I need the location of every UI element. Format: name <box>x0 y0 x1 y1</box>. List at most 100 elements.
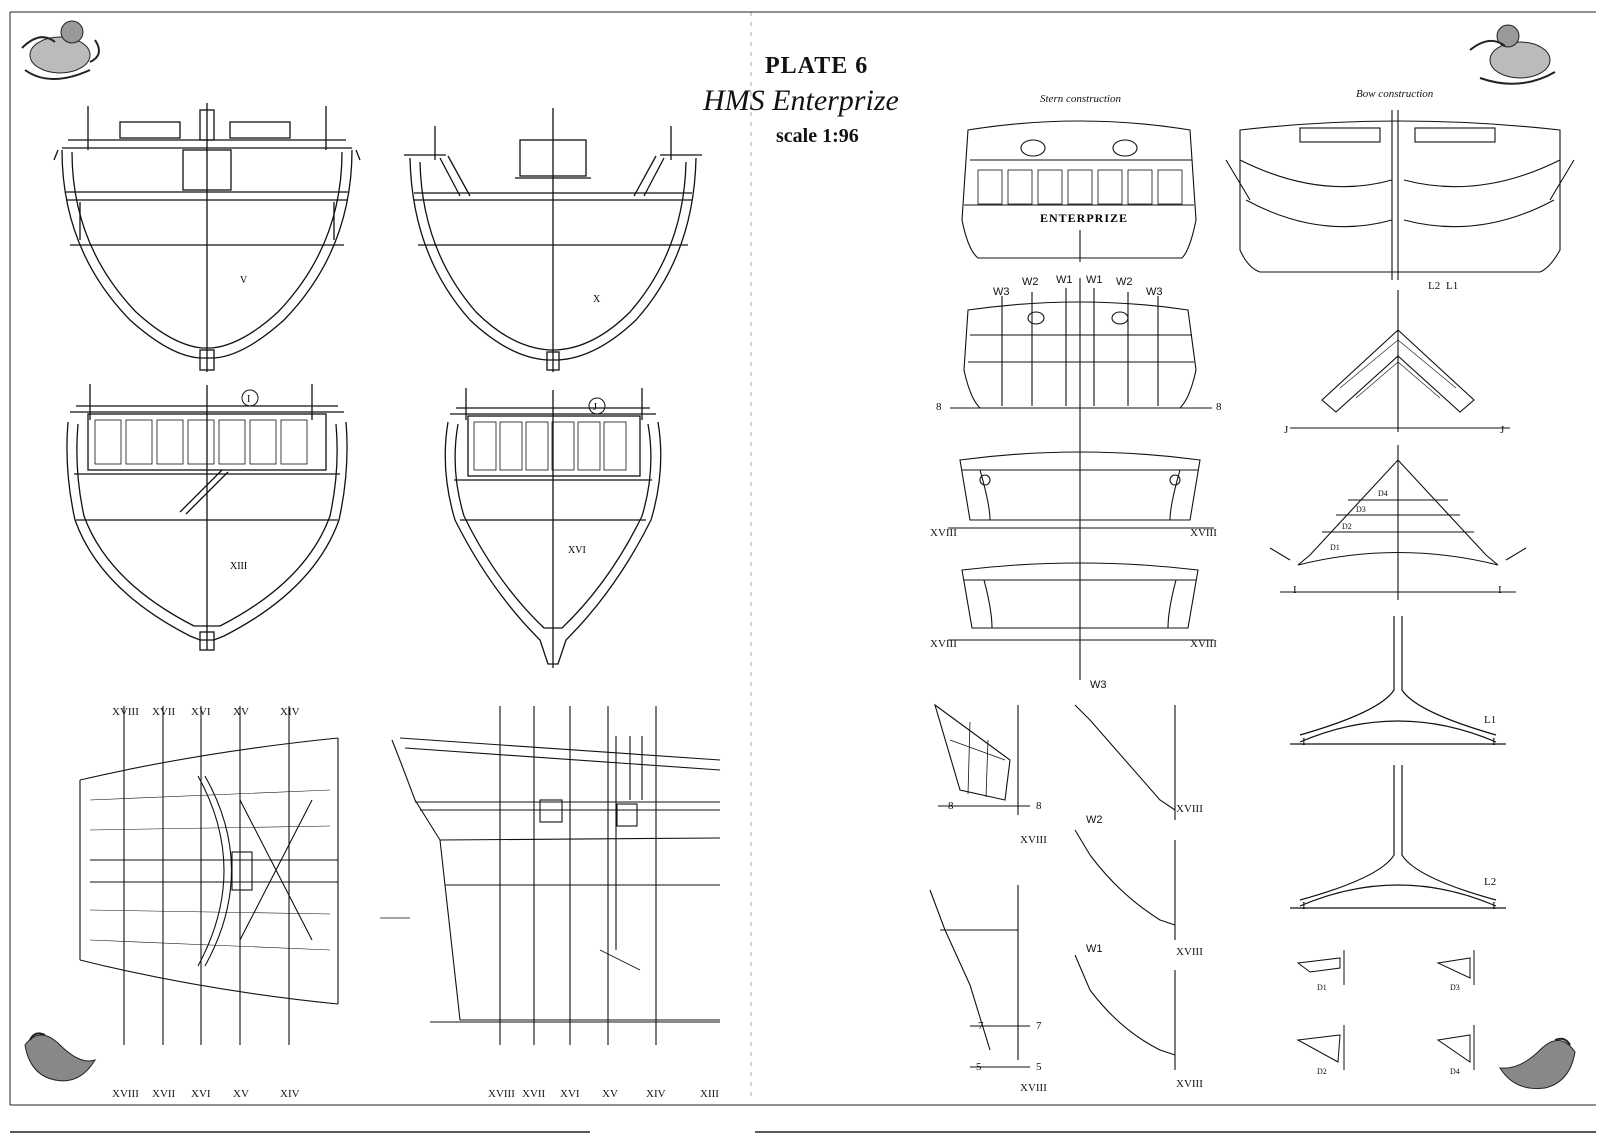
stern-detail-8-right: 8 <box>1036 800 1042 812</box>
stern-w3-xviii: XVIII <box>1176 803 1203 815</box>
section-x-drawing <box>404 108 702 372</box>
profile-frame-label: XVII <box>522 1088 546 1100</box>
plan-frame-label-top: XVI <box>191 706 211 718</box>
plan-frame-label-top: XV <box>233 706 249 718</box>
bow-detail-d2: D2 <box>1317 1067 1327 1076</box>
profile-drawing <box>380 706 721 1045</box>
ship-name-label: ENTERPRIZE <box>1040 211 1128 225</box>
stern-w3-profile-label: W3 <box>1090 679 1107 691</box>
stern-w-label: W3 <box>993 286 1010 298</box>
section-xvi-label: XVI <box>568 545 586 556</box>
dolphin-ornament-right <box>1499 1037 1576 1090</box>
section-xiii-label: XIII <box>230 561 247 572</box>
stern-elevation-drawing <box>961 120 1197 262</box>
bow-knee-l1-drawing <box>1290 616 1506 745</box>
bow-construction-caption: Bow construction <box>1356 88 1434 100</box>
stern-construction-caption: Stern construction <box>1040 93 1121 105</box>
bow-knee2-i-right: I <box>1492 900 1496 912</box>
deck-plan-drawing <box>79 706 339 1045</box>
bow-elevation-drawing <box>1225 110 1575 280</box>
bow-d3-label: D3 <box>1356 505 1366 514</box>
bow-knee1-i-right: I <box>1492 736 1496 748</box>
plan-frame-label-bottom: XVI <box>191 1088 211 1100</box>
stern-xviii-label: XVIII <box>930 527 957 539</box>
plan-frame-label-top: XVIII <box>112 706 139 718</box>
stern-xviii-label: XVIII <box>930 638 957 650</box>
stern-detail-7-right: 7 <box>1036 1020 1042 1032</box>
bow-d4-label: D4 <box>1378 489 1388 498</box>
bow-d1-label: D1 <box>1330 543 1340 552</box>
sheet-border <box>9 11 1596 1133</box>
ship-subtitle: HMS Enterprize <box>703 84 899 117</box>
section-xvi-drawing <box>444 388 662 668</box>
bow-d2-label: D2 <box>1342 522 1352 531</box>
plan-frame-label-bottom: XVIII <box>112 1088 139 1100</box>
stern-w-label: W1 <box>1056 274 1073 286</box>
stern-w1-xviii: XVIII <box>1176 1078 1203 1090</box>
bow-knee-l2-drawing <box>1290 765 1506 909</box>
bow-detail-d3: D3 <box>1450 983 1460 992</box>
section-v-drawing <box>53 103 361 372</box>
bow-detail-d-drawings <box>1296 950 1475 1070</box>
stern-detail-5-right: 5 <box>1036 1061 1042 1073</box>
scale-label: scale 1:96 <box>776 125 859 147</box>
bow-j-left: J <box>1284 424 1289 436</box>
profile-frame-label: XIV <box>646 1088 666 1100</box>
plan-frame-label-bottom: XV <box>233 1088 249 1100</box>
bow-l1-label: L1 <box>1446 280 1459 292</box>
stern-line-8-left: 8 <box>936 401 942 413</box>
section-i-marker <box>241 389 259 407</box>
bow-deck-j-drawing <box>1290 290 1510 432</box>
stern-w1-profile-label: W1 <box>1086 943 1103 955</box>
plan-frame-label-top: XVII <box>152 706 176 718</box>
stern-detail-xviii-lower: XVIII <box>1020 1082 1047 1094</box>
bow-i-left: I <box>1293 584 1297 596</box>
bow-l1-knee-label: L1 <box>1484 714 1497 726</box>
profile-frame-label: XVI <box>560 1088 580 1100</box>
stern-w-label: W2 <box>1116 276 1133 288</box>
stern-detail-5-left: 5 <box>976 1061 982 1073</box>
stern-xviii-label: XVIII <box>1190 638 1217 650</box>
stern-deck-section-upper <box>948 451 1214 529</box>
stern-w-label: W3 <box>1146 286 1163 298</box>
bow-knee1-i-left: I <box>1302 736 1306 748</box>
stern-w-label: W2 <box>1022 276 1039 288</box>
plan-frame-label-bottom: XVII <box>152 1088 176 1100</box>
stern-w2-profile-label: W2 <box>1086 814 1103 826</box>
section-j-marker <box>588 397 606 415</box>
cherub-ornament-right <box>1469 24 1556 85</box>
stern-deck-section-lower <box>948 562 1214 641</box>
section-j-label: J <box>593 402 597 413</box>
dolphin-ornament-left <box>24 1032 97 1082</box>
bow-deck-i-drawing <box>1269 445 1527 600</box>
stern-w2-xviii: XVIII <box>1176 946 1203 958</box>
stern-detail-8-left: 8 <box>948 800 954 812</box>
stern-w-label: W1 <box>1086 274 1103 286</box>
bow-l2-label: L2 <box>1428 280 1441 292</box>
bow-j-right: J <box>1500 424 1505 436</box>
bow-detail-d4: D4 <box>1450 1067 1460 1076</box>
plan-frame-label-top: XIV <box>280 706 300 718</box>
plan-frame-label-bottom: XIV <box>280 1088 300 1100</box>
stern-line-8-right: 8 <box>1216 401 1222 413</box>
section-x-label: X <box>593 294 601 305</box>
section-xiii-drawing <box>66 384 348 651</box>
plate-title: PLATE 6 <box>765 53 869 79</box>
bow-i-right: I <box>1498 584 1502 596</box>
profile-frame-label: XVIII <box>488 1088 515 1100</box>
section-i-label: I <box>247 394 250 405</box>
bow-detail-d1: D1 <box>1317 983 1327 992</box>
bow-l2-knee-label: L2 <box>1484 876 1497 888</box>
stern-framing-drawing <box>950 278 1212 680</box>
cherub-ornament-left <box>21 20 100 80</box>
bow-knee2-i-left: I <box>1302 900 1306 912</box>
stern-xviii-label: XVIII <box>1190 527 1217 539</box>
stern-details-drawing <box>929 703 1176 1070</box>
stern-detail-xviii: XVIII <box>1020 834 1047 846</box>
section-v-label: V <box>240 275 248 286</box>
profile-frame-label: XV <box>602 1088 618 1100</box>
profile-frame-label: XIII <box>700 1088 719 1100</box>
stern-detail-7-left: 7 <box>978 1020 984 1032</box>
